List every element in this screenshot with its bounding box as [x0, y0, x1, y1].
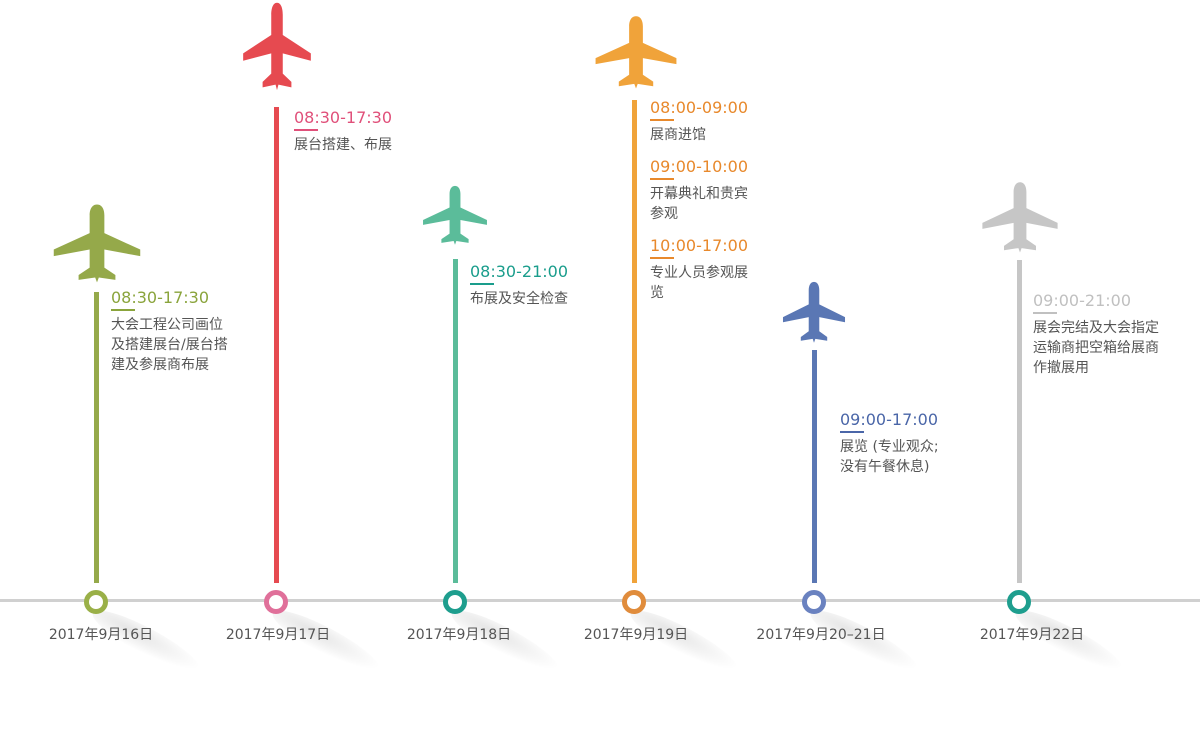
event-time: 08:00-09:00: [650, 98, 748, 117]
event-item: 09:00-17:00 展览 (专业观众; 没有午餐休息): [840, 410, 939, 477]
event-info: 08:30-17:30 展台搭建、布展: [294, 108, 392, 167]
event-time: 09:00-21:00: [1033, 291, 1131, 310]
timeline-node: [84, 590, 108, 614]
event-description: 展览 (专业观众; 没有午餐休息): [840, 439, 939, 475]
event-time: 09:00-10:00: [650, 157, 748, 176]
event-item: 09:00-21:00 展会完结及大会指定 运输商把空箱给展商 作撤展用: [1033, 291, 1159, 378]
event-time: 09:00-17:00: [840, 410, 938, 429]
event-info: 09:00-21:00 展会完结及大会指定 运输商把空箱给展商 作撤展用: [1033, 291, 1159, 390]
event-time: 08:30-21:00: [470, 262, 568, 281]
time-underline: [470, 283, 494, 285]
date-label: 2017年9月19日: [583, 627, 689, 643]
timeline-node: [264, 590, 288, 614]
timeline-stem: [453, 259, 458, 583]
time-underline: [294, 129, 318, 131]
event-info: 09:00-17:00 展览 (专业观众; 没有午餐休息): [840, 410, 939, 489]
event-item: 08:30-17:30 展台搭建、布展: [294, 108, 392, 155]
event-item: 09:00-10:00 开幕典礼和贵宾 参观: [650, 157, 748, 224]
timeline-node: [802, 590, 826, 614]
timeline-stem: [94, 292, 99, 583]
date-label: 2017年9月18日: [406, 627, 512, 643]
time-underline: [650, 119, 674, 121]
event-item: 08:00-09:00 展商进馆: [650, 98, 748, 145]
timeline-axis: [0, 599, 1200, 602]
timeline-node: [1007, 590, 1031, 614]
event-description: 大会工程公司画位 及搭建展台/展台搭 建及参展商布展: [111, 317, 228, 373]
timeline-stem: [1017, 260, 1022, 583]
event-time: 08:30-17:30: [111, 288, 209, 307]
time-underline: [650, 257, 674, 259]
date-label: 2017年9月16日: [48, 627, 154, 643]
event-description: 专业人员参观展 览: [650, 265, 748, 301]
timeline-stem: [812, 350, 817, 583]
date-label: 2017年9月17日: [225, 627, 331, 643]
event-description: 展商进馆: [650, 127, 706, 143]
airplane-icon: [595, 16, 677, 89]
event-description: 展会完结及大会指定 运输商把空箱给展商 作撤展用: [1033, 320, 1159, 376]
event-item: 10:00-17:00 专业人员参观展 览: [650, 236, 748, 303]
timeline-node: [443, 590, 467, 614]
timeline-stem: [632, 100, 637, 583]
event-item: 08:30-17:30 大会工程公司画位 及搭建展台/展台搭 建及参展商布展: [111, 288, 228, 375]
date-label: 2017年9月20–21日: [756, 627, 886, 643]
event-item: 08:30-21:00 布展及安全检查: [470, 262, 568, 309]
time-underline: [111, 309, 135, 311]
event-description: 布展及安全检查: [470, 291, 568, 307]
event-time: 08:30-17:30: [294, 108, 392, 127]
time-underline: [840, 431, 864, 433]
time-underline: [1033, 312, 1057, 314]
event-description: 开幕典礼和贵宾 参观: [650, 186, 748, 222]
timeline-node: [622, 590, 646, 614]
event-description: 展台搭建、布展: [294, 137, 392, 153]
event-info: 08:00-09:00 展商进馆 09:00-10:00 开幕典礼和贵宾 参观 10:0…: [650, 98, 748, 315]
event-info: 08:30-21:00 布展及安全检查: [470, 262, 568, 321]
time-underline: [650, 178, 674, 180]
airplane-icon: [782, 281, 846, 343]
date-label: 2017年9月22日: [979, 627, 1085, 643]
timeline-stem: [274, 107, 279, 583]
airplane-icon: [53, 204, 141, 283]
airplane-icon: [243, 2, 311, 91]
event-info: 08:30-17:30 大会工程公司画位 及搭建展台/展台搭 建及参展商布展: [111, 288, 228, 387]
event-time: 10:00-17:00: [650, 236, 748, 255]
airplane-icon: [982, 182, 1058, 253]
airplane-icon: [423, 185, 487, 245]
